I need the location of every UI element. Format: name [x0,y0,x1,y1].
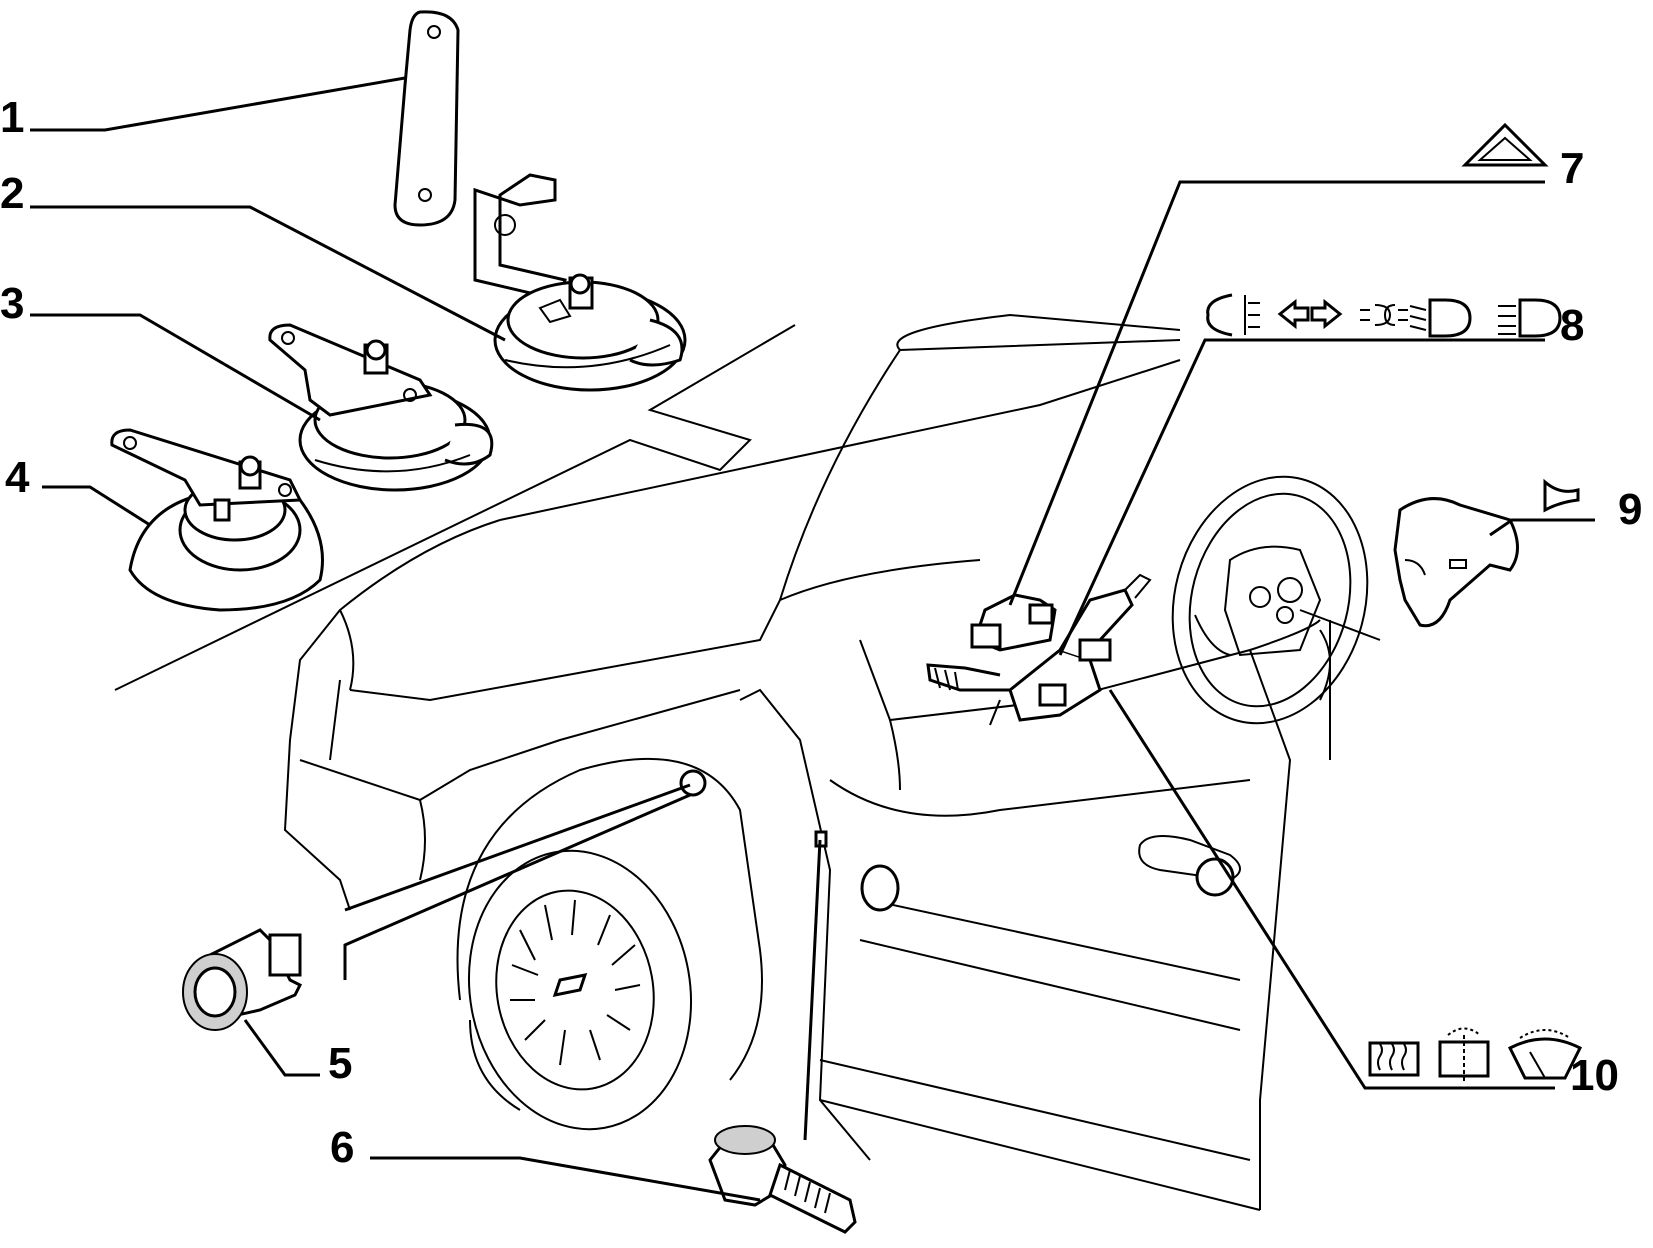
leader-line-5c [243,1019,320,1077]
wiper-symbols-row [1368,1027,1583,1082]
leader-line-3 [30,313,321,422]
bracket-strip-part [393,10,460,227]
leader-line-5a [344,783,691,912]
callout-9: 9 [1618,485,1642,534]
steering-wheel [1171,475,1369,725]
callout-numbers: 1 2 3 4 5 6 7 8 9 10 [0,93,1642,1172]
rear-wiper-washer-icon [1438,1027,1490,1082]
stalk-switch-part [926,573,1152,726]
callout-1: 1 [0,93,24,142]
horn-icon [1543,478,1580,513]
callout-2: 2 [0,169,24,218]
callout-3: 3 [0,279,24,328]
hazard-warning-triangle-icon [1461,122,1549,167]
leader-line-8 [1058,338,1545,656]
rear-fog-lamp-icon [1206,293,1260,337]
front-wiper-washer-icon [1507,1029,1583,1080]
leader-line-4 [42,485,151,527]
callout-6: 6 [330,1123,354,1172]
rotary-knob-part [182,928,303,1031]
leader-line-10 [1108,689,1555,1090]
main-beam-icon [1498,298,1562,338]
horn-with-bracket-part [473,173,687,392]
leader-line-2 [30,205,506,342]
leader-line-5b [343,793,691,980]
leader-line-6 [370,1156,761,1202]
callout-7: 7 [1560,144,1584,193]
side-light-icon [1360,304,1408,326]
turn-left-arrow-icon [1277,298,1310,330]
horn-flat-bracket-part-3 [268,323,494,492]
callout-5: 5 [328,1039,352,1088]
leader-line-6b [803,839,822,1141]
leader-line-7 [1008,180,1545,606]
leader-lines [30,76,1595,1202]
hazard-switch-part [970,593,1057,652]
light-symbols-row [1206,293,1562,338]
horn-flat-bracket-part-4 [110,428,324,612]
horn-pad-part [1393,497,1519,628]
callout-4: 4 [5,453,30,502]
turn-right-arrow-icon [1310,298,1343,330]
car-body-outline [114,313,1381,1211]
bulb-holder-part [708,1125,857,1234]
rear-window-defroster-icon [1368,1041,1420,1077]
leader-line-9 [1489,518,1595,537]
callout-10: 10 [1570,1051,1619,1100]
dipped-beam-icon [1409,298,1472,338]
leader-line-1 [30,76,406,132]
callout-8: 8 [1560,301,1584,350]
